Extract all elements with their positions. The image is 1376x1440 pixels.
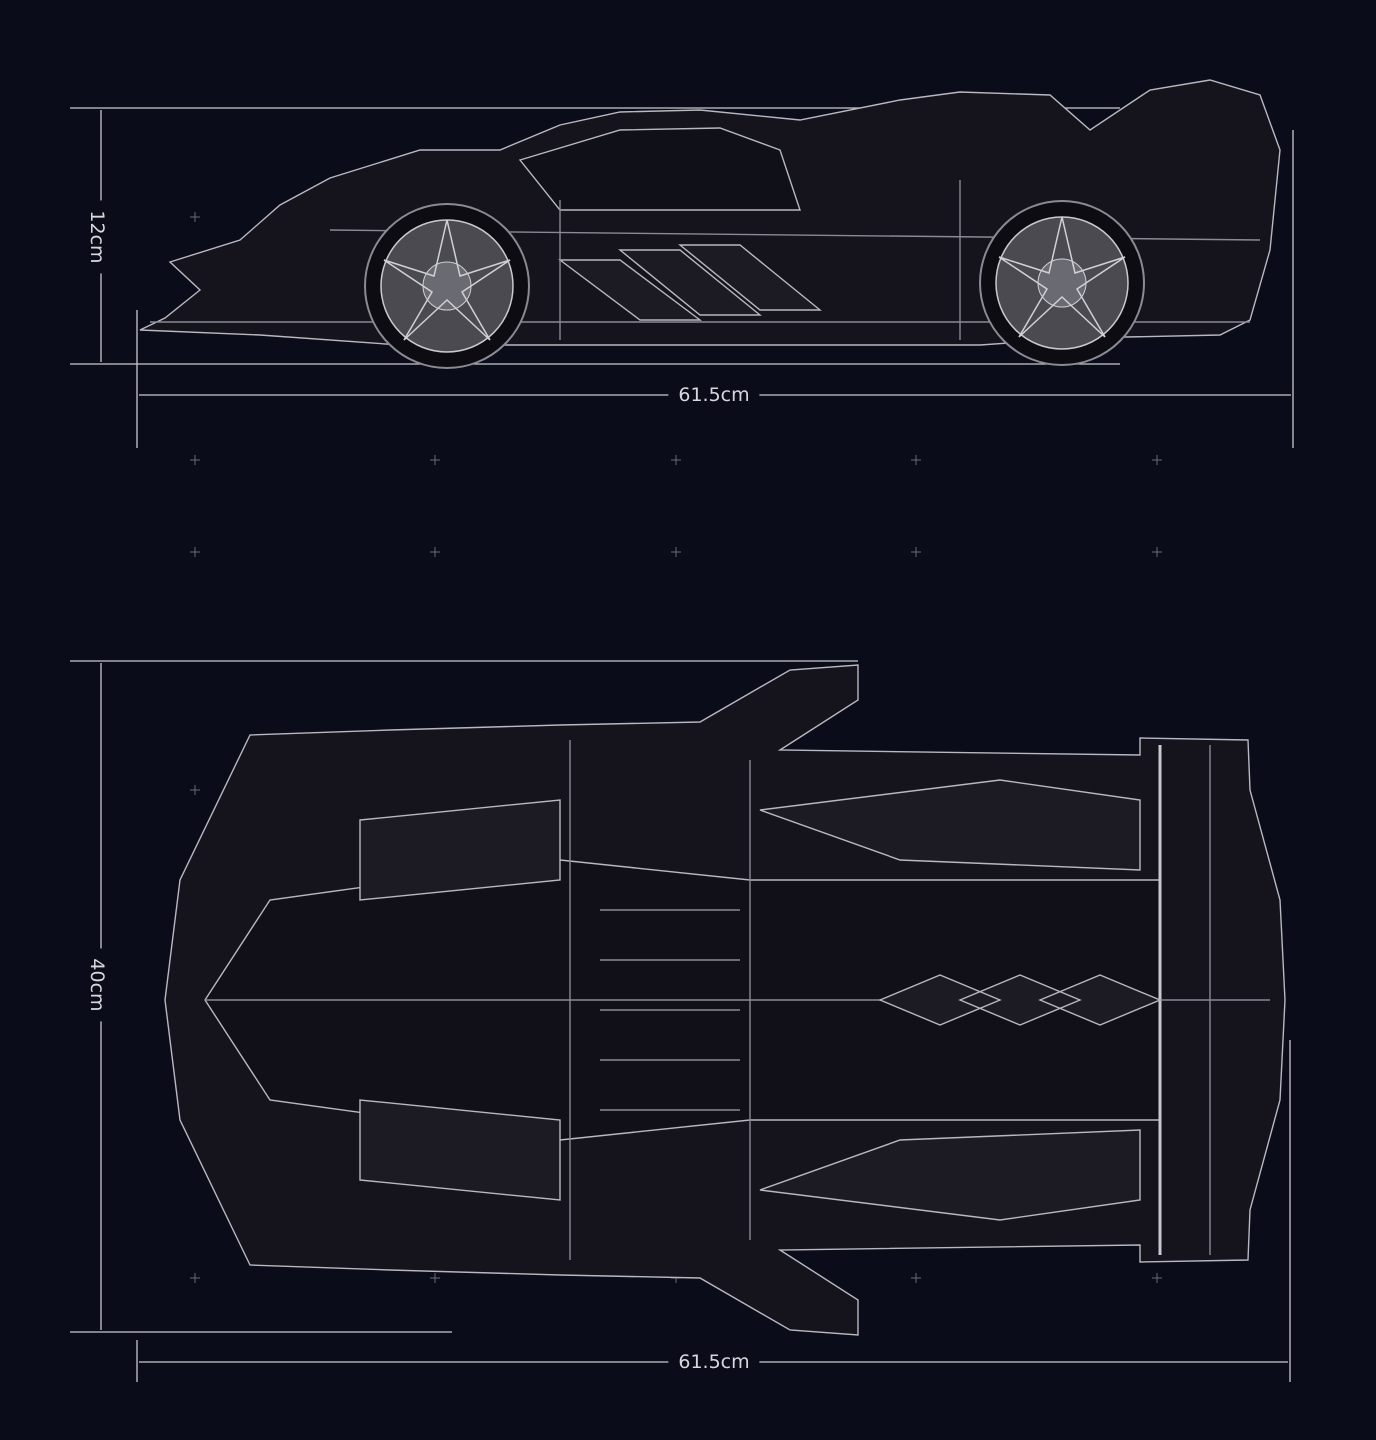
side-length-label: 61.5cm	[668, 384, 760, 406]
side-height-label: 12cm	[86, 200, 108, 274]
top-width-label: 40cm	[86, 948, 108, 1022]
car-top-view	[164, 664, 1286, 1336]
front-wheel	[364, 203, 530, 369]
top-length-label: 61.5cm	[668, 1351, 760, 1373]
rear-wheel	[979, 200, 1145, 366]
